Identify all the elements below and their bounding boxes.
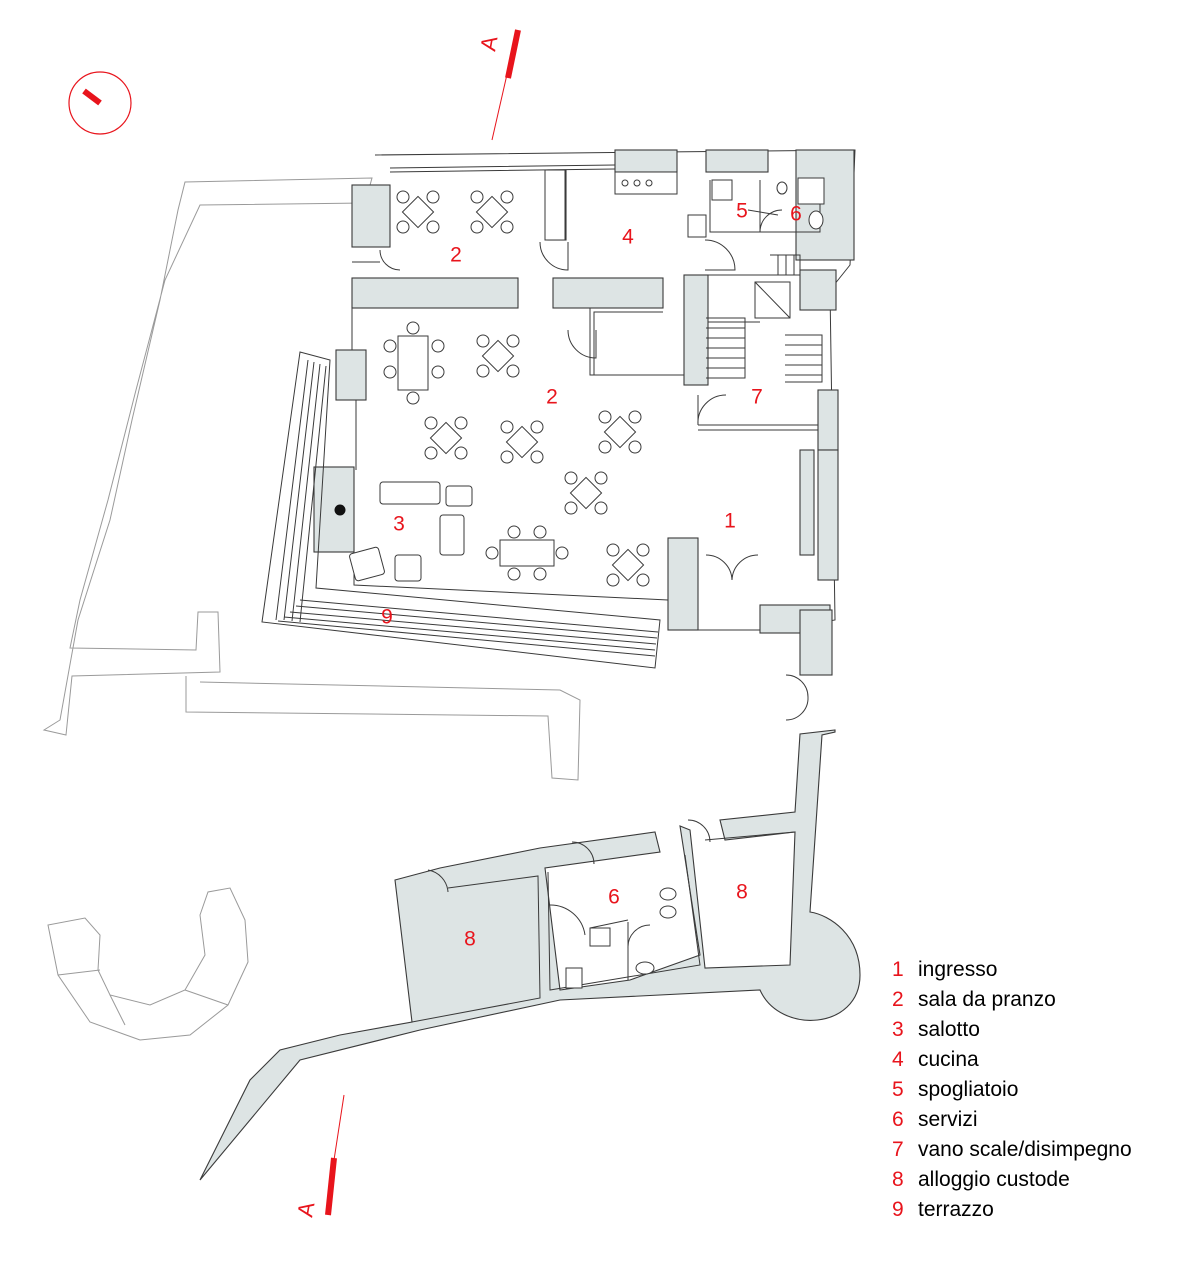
chair	[431, 339, 445, 353]
chair	[507, 567, 521, 581]
chair	[628, 410, 642, 424]
chair	[470, 220, 484, 234]
table-set	[598, 410, 642, 454]
chair	[555, 546, 569, 560]
staircase	[706, 254, 823, 383]
furniture-layer	[383, 190, 650, 587]
lounge-furniture	[334, 335, 555, 582]
chair	[628, 440, 642, 454]
room-label-vano-scale: 7	[751, 386, 763, 409]
chair	[530, 450, 544, 464]
table-set	[500, 420, 544, 464]
room-label-servizi-top: 6	[790, 203, 802, 226]
chair	[396, 220, 410, 234]
chair	[506, 364, 520, 378]
chair	[507, 525, 521, 539]
chair	[476, 364, 490, 378]
room-labels: 1 2 2 3 4 5 6 6 7 8 8 9	[381, 200, 802, 951]
chair	[530, 420, 544, 434]
table-set	[424, 416, 468, 460]
chair	[533, 525, 547, 539]
chair	[606, 573, 620, 587]
chair	[406, 391, 420, 405]
chair	[454, 446, 468, 460]
chair	[594, 501, 608, 515]
section-line-top: A	[475, 29, 521, 141]
chair	[424, 446, 438, 460]
chair	[383, 365, 397, 379]
chair	[564, 471, 578, 485]
table-set	[476, 334, 520, 378]
north-arrow-icon	[68, 71, 132, 135]
kitchen-fittings	[544, 169, 707, 241]
chair	[500, 220, 514, 234]
table-set	[606, 543, 650, 587]
chair	[598, 440, 612, 454]
chair	[476, 334, 490, 348]
table-set	[396, 190, 440, 234]
room-label-salotto: 3	[393, 513, 405, 536]
site-ruins-outline	[42, 177, 581, 1041]
room-label-servizi-annex: 6	[608, 886, 620, 909]
chair	[594, 471, 608, 485]
chair	[598, 410, 612, 424]
chair	[424, 416, 438, 430]
main-building-walls	[313, 149, 856, 676]
chair	[426, 220, 440, 234]
chair	[454, 416, 468, 430]
chair	[500, 190, 514, 204]
room-label-ingresso: 1	[724, 510, 736, 533]
doors	[379, 209, 809, 721]
chair	[470, 190, 484, 204]
room-label-sala-main: 2	[546, 386, 558, 409]
chair	[533, 567, 547, 581]
chair	[431, 365, 445, 379]
bathroom-fixtures-top	[711, 177, 825, 230]
chair	[636, 543, 650, 557]
chair	[500, 420, 514, 434]
room-label-spogliatoio: 5	[736, 200, 748, 223]
chair	[383, 339, 397, 353]
chair	[406, 321, 420, 335]
chair	[606, 543, 620, 557]
chair	[396, 190, 410, 204]
chair	[636, 573, 650, 587]
chair	[426, 190, 440, 204]
lower-annex-walls	[199, 729, 861, 1181]
room-label-cucina: 4	[622, 226, 634, 249]
table-set	[564, 471, 608, 515]
chair	[485, 546, 499, 560]
section-line-bottom: A	[292, 1094, 345, 1219]
chair	[506, 334, 520, 348]
terrace-deck	[261, 351, 661, 669]
table-set	[470, 190, 514, 234]
section-marker-top-label: A	[475, 34, 502, 53]
room-label-alloggio-left: 8	[464, 928, 476, 951]
section-marker-bottom-label: A	[292, 1200, 319, 1219]
room-label-sala-north: 2	[450, 244, 462, 267]
chair	[500, 450, 514, 464]
chair	[564, 501, 578, 515]
room-label-terrazzo: 9	[381, 606, 393, 629]
room-label-alloggio-right: 8	[736, 881, 748, 904]
